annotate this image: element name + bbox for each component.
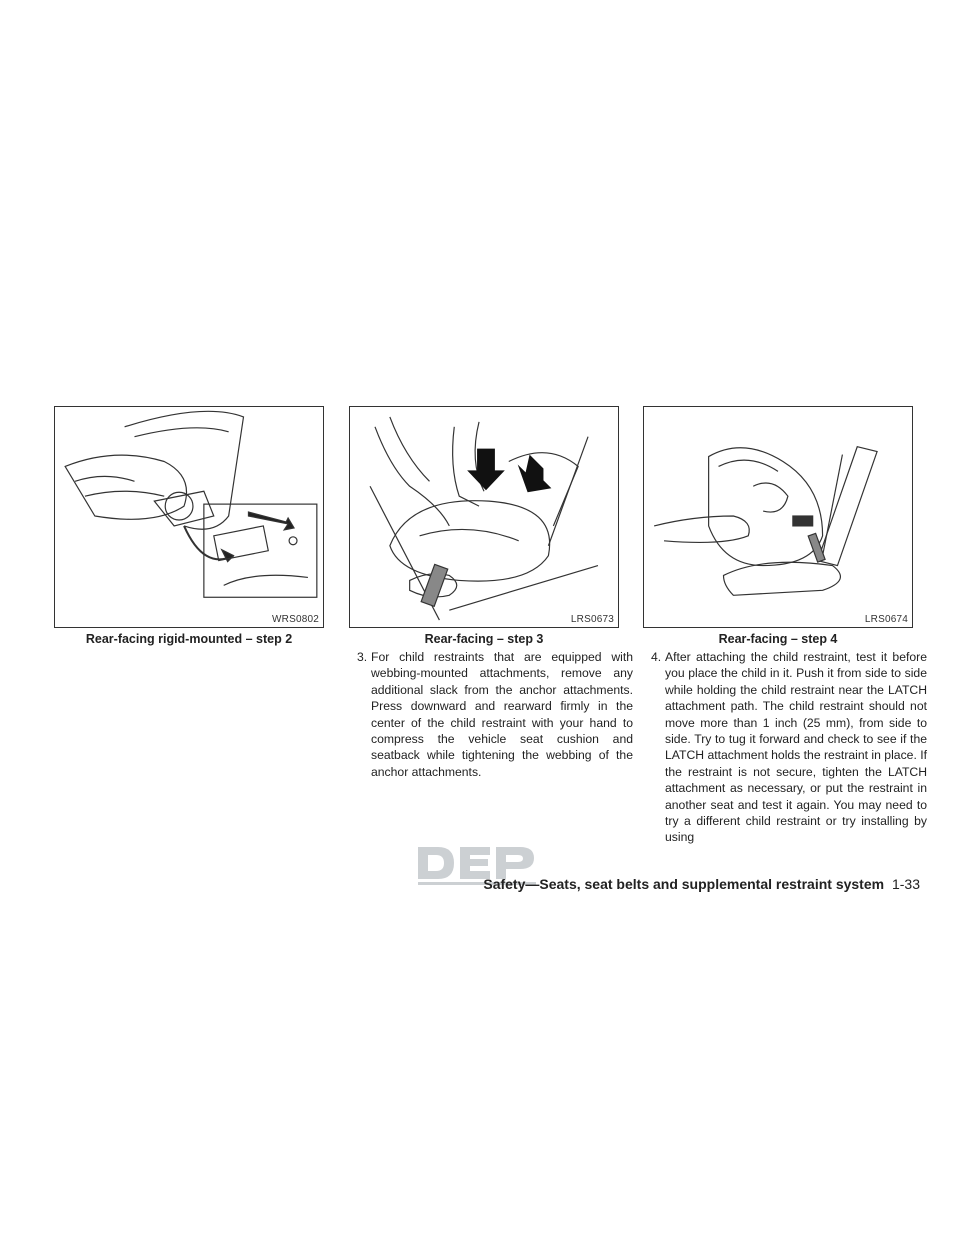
illustration-push-test (653, 445, 878, 596)
figure-code: WRS0802 (272, 614, 319, 625)
figure-code: LRS0673 (570, 614, 614, 625)
step-4: 4. After attaching the child restraint, … (651, 649, 927, 846)
watermark-logo (416, 845, 544, 887)
step-text: After attaching the child restraint, tes… (665, 650, 927, 845)
figure-caption-1: Rear-facing rigid-mounted – step 2 (85, 632, 293, 646)
page-number: 1-33 (891, 876, 920, 892)
step-text: For child restraints that are equipped w… (371, 650, 633, 779)
illustration-rigid-mounted (64, 410, 318, 598)
figure-step3: LRS0673 (349, 406, 619, 628)
figure-caption-3: Rear-facing – step 4 (718, 632, 838, 646)
step-number: 4. (651, 650, 662, 664)
page-footer: Safety—Seats, seat belts and supplementa… (483, 876, 920, 892)
figure-code: LRS0674 (864, 614, 908, 625)
section-title: Safety—Seats, seat belts and supplementa… (483, 876, 885, 892)
illustration-press-down (369, 416, 599, 621)
figure-step4: LRS0674 (643, 406, 913, 628)
figure-rigid-mounted-step2: WRS0802 (54, 406, 324, 628)
step-number: 3. (357, 650, 368, 664)
figure-caption-2: Rear-facing – step 3 (424, 632, 544, 646)
step-3: 3. For child restraints that are equippe… (357, 649, 633, 780)
